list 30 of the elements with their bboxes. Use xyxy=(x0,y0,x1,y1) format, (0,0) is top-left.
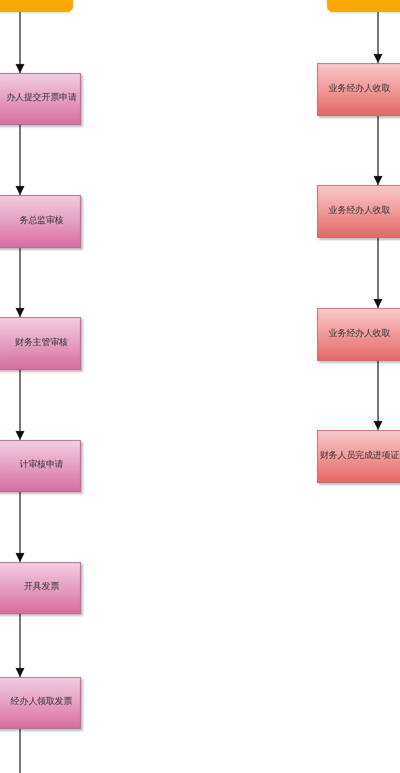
step-text: 经办人领取发票 xyxy=(10,697,74,709)
process-box xyxy=(317,430,400,483)
step-text: 财务人员完成进项证 xyxy=(319,450,400,462)
arrow xyxy=(373,361,383,430)
arrow xyxy=(15,12,25,73)
arrow xyxy=(15,614,25,677)
step-text: 计审核申请 xyxy=(18,460,64,472)
step-text: 业务经办人收取 xyxy=(328,206,392,218)
process-box xyxy=(317,185,400,238)
arrow xyxy=(15,248,25,317)
arrow xyxy=(373,238,383,308)
arrow xyxy=(15,492,25,562)
process-box xyxy=(317,63,400,116)
process-box xyxy=(0,195,81,248)
process-box xyxy=(317,308,400,361)
process-box xyxy=(0,317,81,370)
step-text: 开具发票 xyxy=(22,582,60,594)
step-text: 业务经办人收取 xyxy=(328,84,392,96)
step-text: 务总监审核 xyxy=(18,216,64,228)
step-text: 办人提交开票申请 xyxy=(5,93,78,105)
step-text: 业务经办人收取 xyxy=(328,328,392,340)
arrow xyxy=(15,370,25,440)
process-box xyxy=(0,73,81,125)
arrow xyxy=(373,116,383,185)
arrow xyxy=(15,125,25,195)
process-box xyxy=(0,440,81,492)
step-text: 财务主管审核 xyxy=(14,338,69,350)
process-box xyxy=(0,562,81,614)
arrow xyxy=(373,12,383,63)
process-box xyxy=(0,677,81,729)
